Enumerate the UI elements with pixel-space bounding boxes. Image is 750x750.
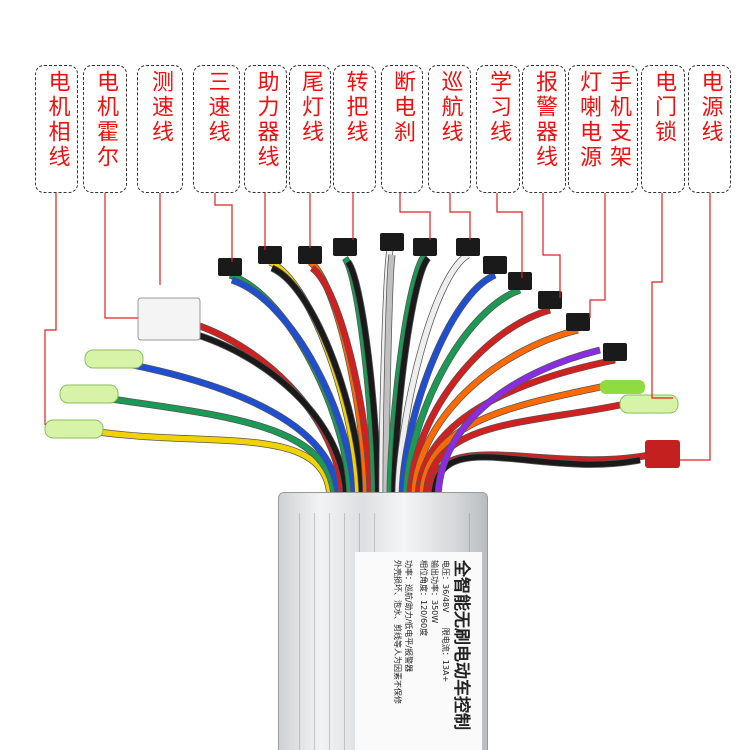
- label-tail-light: 尾灯线: [289, 65, 331, 193]
- sticker-title: 全智能无刷电动车控制: [451, 560, 471, 730]
- label-key-lock: 电门锁: [641, 65, 685, 193]
- label-text: 断电刹: [390, 70, 415, 145]
- wire: [94, 355, 341, 501]
- wire: [84, 427, 333, 501]
- label-three-speed: 三速线: [193, 65, 240, 193]
- leader-line: [651, 193, 673, 399]
- lock-terminal: [600, 380, 645, 394]
- wire: [345, 260, 381, 501]
- label-text: 电门锁: [651, 70, 676, 145]
- leader-line: [542, 193, 561, 298]
- label-text: 巡航线: [437, 70, 463, 145]
- phase-terminal: [84, 349, 144, 369]
- wire: [383, 254, 395, 501]
- label-throttle: 转把线: [333, 65, 376, 193]
- label-text: 灯喇电源: [576, 70, 601, 170]
- wire: [407, 307, 551, 501]
- wire: [391, 256, 431, 501]
- wire: [399, 272, 497, 501]
- connector: [333, 238, 357, 256]
- connector: [413, 238, 437, 256]
- wire: [423, 402, 621, 501]
- wire: [419, 382, 611, 501]
- connector: [483, 256, 507, 274]
- label-horn-light-power: 手机支架灯喇电源: [568, 65, 638, 193]
- connector: [298, 246, 322, 264]
- label-text: 报警器线: [532, 70, 557, 170]
- spec-sticker: 全智能无刷电动车控制 电压：36/48V 限电流：13A+ 输出功率：350W …: [355, 552, 482, 750]
- sticker-voltage: 电压：36/48V: [441, 560, 450, 613]
- sticker-functions: 功率：巡航/助力/低电平/报警器: [404, 560, 413, 673]
- connector: [508, 272, 532, 290]
- label-speed-sensor: 测速线: [137, 65, 183, 193]
- wire: [270, 265, 365, 501]
- connector: [380, 233, 404, 251]
- connector: [603, 343, 627, 361]
- power-t-plug: [645, 440, 680, 468]
- label-learn: 学习线: [476, 65, 520, 193]
- connector: [538, 291, 562, 309]
- wire-outline: [84, 391, 338, 501]
- label-text: 电机霍尔: [93, 70, 118, 170]
- leader-line: [214, 193, 233, 262]
- label-text: 电机相线: [44, 70, 70, 170]
- wire: [411, 327, 579, 501]
- label-text: 三速线: [204, 70, 230, 145]
- connector: [258, 246, 282, 264]
- sticker-current-limit: 限电流：13A+: [441, 627, 450, 683]
- label-text: 电源线: [697, 70, 723, 145]
- leader-line: [589, 193, 606, 318]
- label-motor-phase: 电机相线: [35, 65, 78, 193]
- leader-line: [104, 193, 138, 319]
- label-text: 测速线: [148, 70, 173, 145]
- label-text: 学习线: [486, 70, 511, 145]
- wire: [403, 287, 521, 501]
- wire: [179, 327, 349, 501]
- label-alarm: 报警器线: [522, 65, 566, 193]
- label-power: 电源线: [688, 65, 731, 193]
- connector: [218, 258, 242, 276]
- label-cruise: 巡航线: [428, 65, 471, 193]
- label-text: 尾灯线: [298, 70, 323, 145]
- label-brake-cutoff: 断电刹: [381, 65, 423, 193]
- leader-line: [680, 193, 711, 461]
- leader-line: [449, 193, 471, 240]
- leader-line: [496, 193, 523, 278]
- sticker-phase-angle: 相位角度：120/60度: [419, 560, 428, 637]
- wire: [84, 392, 337, 501]
- hall-connector: [137, 297, 201, 341]
- label-assist: 助力器线: [244, 65, 287, 193]
- leader-line: [399, 193, 431, 240]
- wire: [231, 277, 357, 501]
- leader-line: [44, 193, 57, 425]
- phase-terminal: [44, 419, 104, 439]
- connector: [456, 238, 480, 256]
- sticker-power: 输出功率：350W: [430, 560, 439, 624]
- wire: [310, 265, 373, 501]
- label-text: 转把线: [342, 70, 368, 145]
- label-motor-hall: 电机霍尔: [83, 65, 127, 193]
- wire: [387, 253, 428, 501]
- phase-terminal: [59, 384, 119, 404]
- label-text: 助力器线: [253, 70, 279, 170]
- lock-terminal: [619, 394, 679, 414]
- wire: [395, 252, 470, 501]
- sticker-warranty: 外壳损坏、泡水、剪线等人为因素不保修: [393, 560, 402, 704]
- wire: [435, 347, 601, 501]
- connector: [566, 313, 590, 331]
- label-text: 手机支架: [606, 70, 631, 170]
